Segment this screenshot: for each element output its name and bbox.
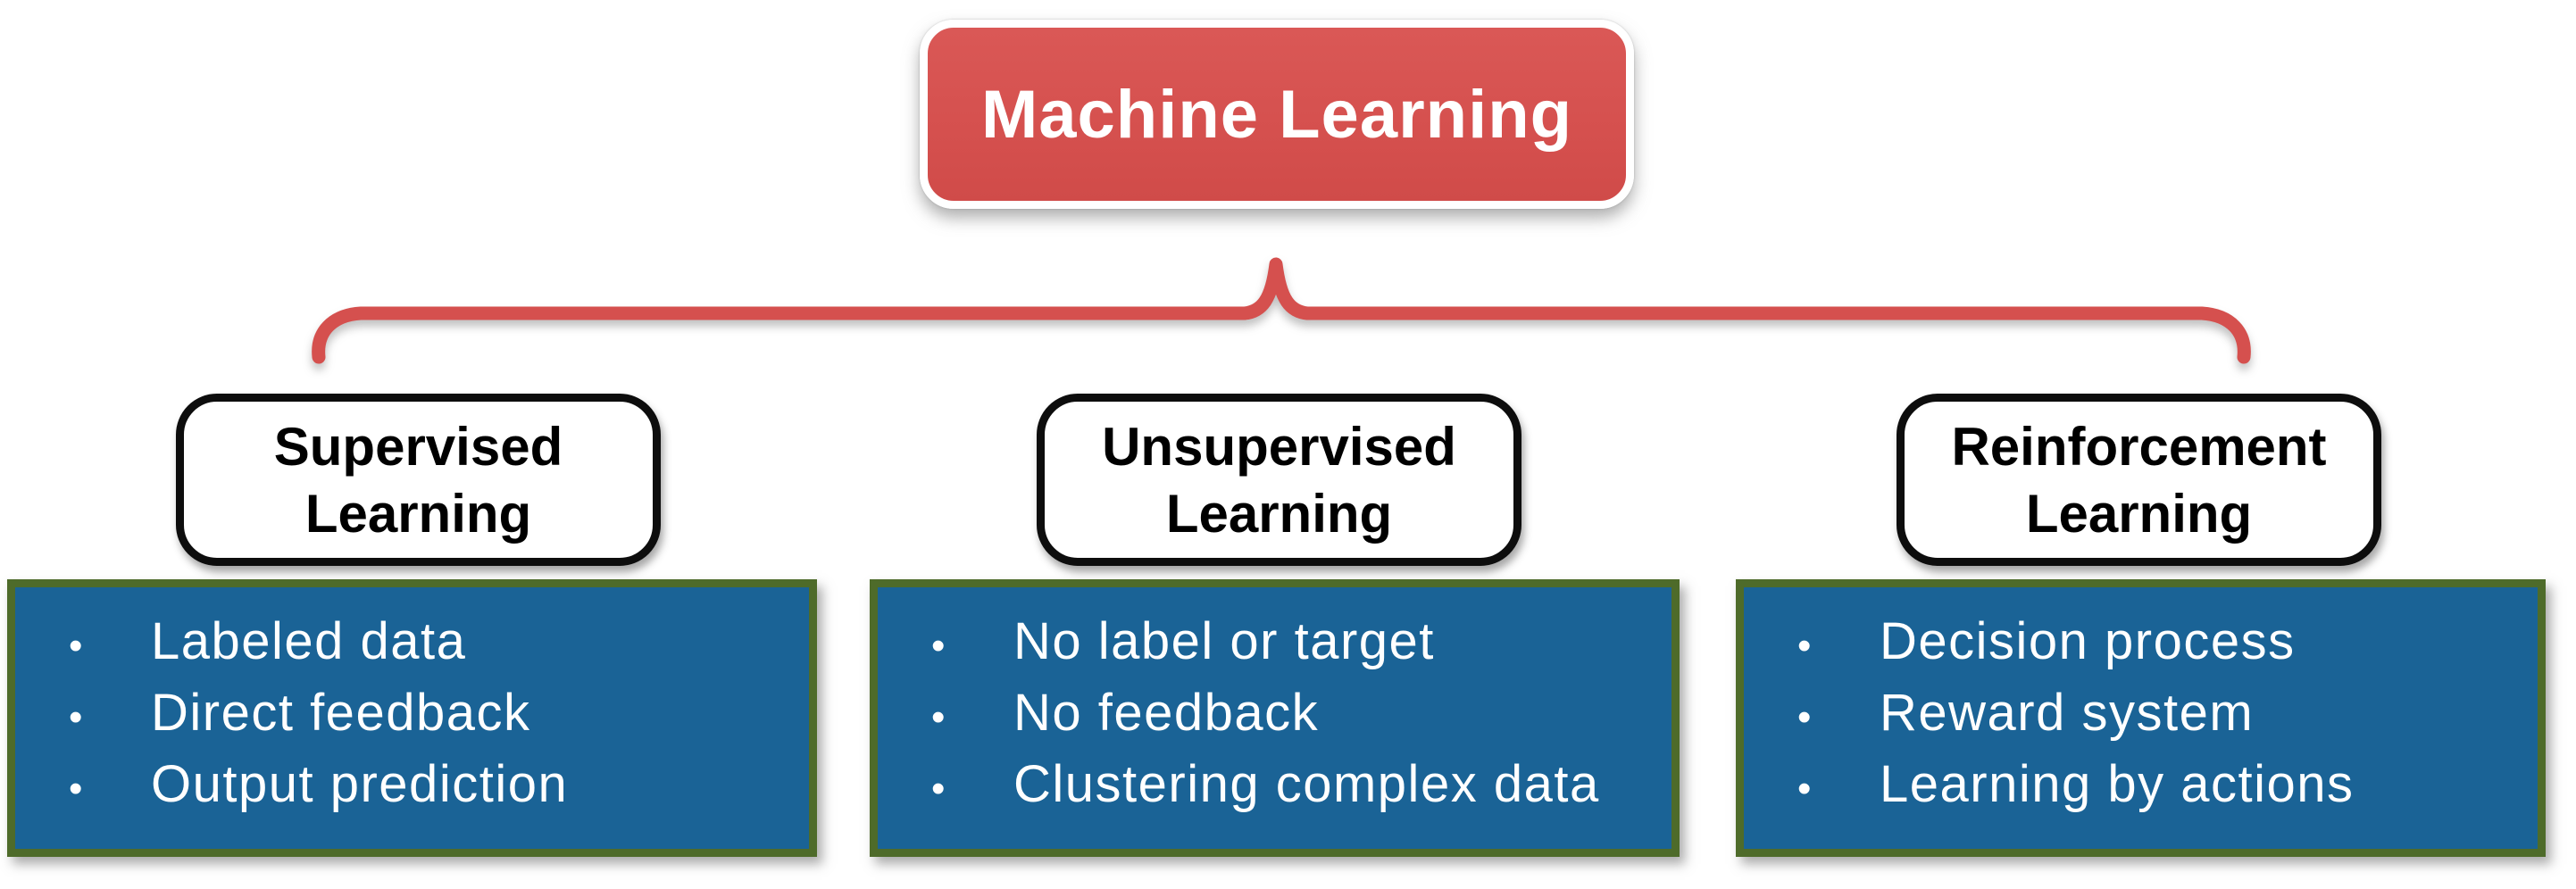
branch-label-reinforcement-learning: Reinforcement Learning	[1897, 394, 2381, 566]
list-item: • Direct feedback	[58, 683, 791, 754]
machine-learning-title: Machine Learning	[980, 76, 1573, 153]
list-item: • Decision process	[1787, 611, 2520, 683]
list-item: • Clustering complex data	[921, 754, 1654, 826]
branch-details-supervised-learning: • Labeled data • Direct feedback • Outpu…	[7, 579, 817, 857]
bullet-icon: •	[931, 694, 946, 739]
list-item: • Labeled data	[58, 611, 791, 683]
bullet-icon: •	[1797, 694, 1812, 739]
bullet-icon: •	[1797, 623, 1812, 668]
bullet-icon: •	[69, 623, 83, 668]
bullet-list: • No label or target • No feedback • Clu…	[921, 611, 1654, 826]
bullet-text: No feedback	[1013, 683, 1320, 742]
branch-details-reinforcement-learning: • Decision process • Reward system • Lea…	[1736, 579, 2546, 857]
bullet-text: No label or target	[1013, 611, 1435, 670]
branch-label-supervised-learning: Supervised Learning	[176, 394, 661, 566]
list-item: • Learning by actions	[1787, 754, 2520, 826]
list-item: • Output prediction	[58, 754, 791, 826]
bullet-list: • Decision process • Reward system • Lea…	[1787, 611, 2520, 826]
machine-learning-box: Machine Learning	[920, 20, 1634, 209]
branch-label-unsupervised-learning: Unsupervised Learning	[1037, 394, 1521, 566]
bullet-icon: •	[931, 623, 946, 668]
bullet-text: Reward system	[1880, 683, 2255, 742]
bullet-icon: •	[931, 766, 946, 810]
list-item: • No label or target	[921, 611, 1654, 683]
bullet-text: Labeled data	[151, 611, 467, 670]
bullet-text: Clustering complex data	[1013, 754, 1600, 813]
bullet-text: Decision process	[1880, 611, 2296, 670]
list-item: • No feedback	[921, 683, 1654, 754]
bullet-list: • Labeled data • Direct feedback • Outpu…	[58, 611, 791, 826]
bullet-icon: •	[69, 694, 83, 739]
branch-label-text: Reinforcement Learning	[1951, 416, 2327, 544]
brace-path	[312, 257, 2251, 364]
bullet-icon: •	[1797, 766, 1812, 810]
branch-label-text: Unsupervised Learning	[1102, 416, 1456, 544]
bullet-text: Learning by actions	[1880, 754, 2355, 813]
bullet-text: Output prediction	[151, 754, 569, 813]
list-item: • Reward system	[1787, 683, 2520, 754]
bullet-text: Direct feedback	[151, 683, 531, 742]
bullet-icon: •	[69, 766, 83, 810]
branch-details-unsupervised-learning: • No label or target • No feedback • Clu…	[870, 579, 1680, 857]
branch-label-text: Supervised Learning	[273, 416, 563, 544]
